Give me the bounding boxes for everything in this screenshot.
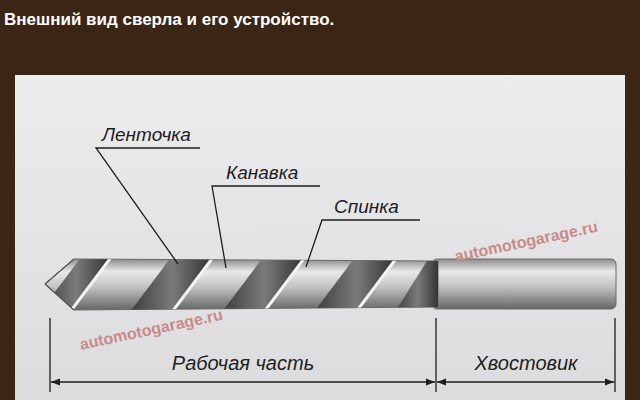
drill-shank — [432, 259, 616, 309]
leader-lines — [96, 148, 420, 268]
dimension-label: Рабочая часть — [172, 352, 314, 375]
watermark: automotogarage.ru — [78, 306, 224, 354]
photo-ground — [15, 75, 625, 400]
dimension-label: Хвостовик — [474, 352, 577, 375]
part-name: Спинка — [334, 196, 399, 218]
drill-flutes — [40, 256, 440, 312]
part-name: Ленточка — [102, 124, 191, 146]
part-name: Канавка — [226, 162, 298, 184]
watermark: automotogarage.ru — [453, 218, 599, 266]
drill-tip — [45, 259, 74, 310]
page-title: Внешний вид сверла и его устройство. — [4, 10, 334, 30]
